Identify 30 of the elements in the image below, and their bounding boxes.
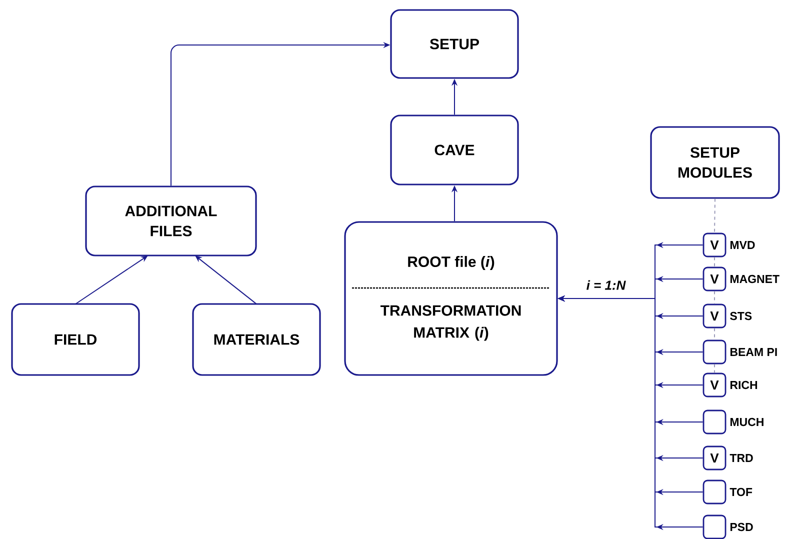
checkbox: V — [702, 304, 726, 328]
module-label: STS — [730, 312, 752, 320]
connector — [714, 198, 716, 234]
module-label: TRD — [730, 454, 753, 462]
module-label: TOF — [730, 488, 752, 496]
checkbox — [702, 514, 726, 539]
process-box: SETUP — [390, 9, 519, 79]
connector — [714, 256, 715, 268]
process-box: ROOT file (i) TRANSFORMATION MATRIX (i) — [344, 221, 558, 376]
process-box: FIELD — [11, 303, 140, 376]
module-label: MUCH — [730, 418, 764, 426]
connector — [714, 364, 715, 374]
checkbox — [702, 410, 726, 434]
checkbox — [702, 480, 726, 504]
checkbox: V — [702, 232, 726, 258]
connector — [714, 290, 715, 304]
module-label: BEAM PI — [730, 348, 777, 356]
checkbox: V — [702, 372, 726, 398]
module-label: MVD — [730, 241, 755, 249]
module-label: MAGNET — [730, 274, 780, 284]
process-box: CAVE — [390, 114, 519, 186]
checkbox — [702, 340, 726, 364]
module-label: RICH — [730, 380, 758, 390]
checkbox: V — [702, 446, 726, 470]
edge-label: i = 1:N — [585, 279, 627, 291]
checkbox: V — [702, 266, 726, 292]
module-label: PSD — [730, 522, 753, 532]
process-box: ADDITIONAL FILES — [85, 186, 257, 256]
process-box: SETUP MODULES — [650, 126, 780, 199]
process-box: MATERIALS — [192, 303, 321, 376]
